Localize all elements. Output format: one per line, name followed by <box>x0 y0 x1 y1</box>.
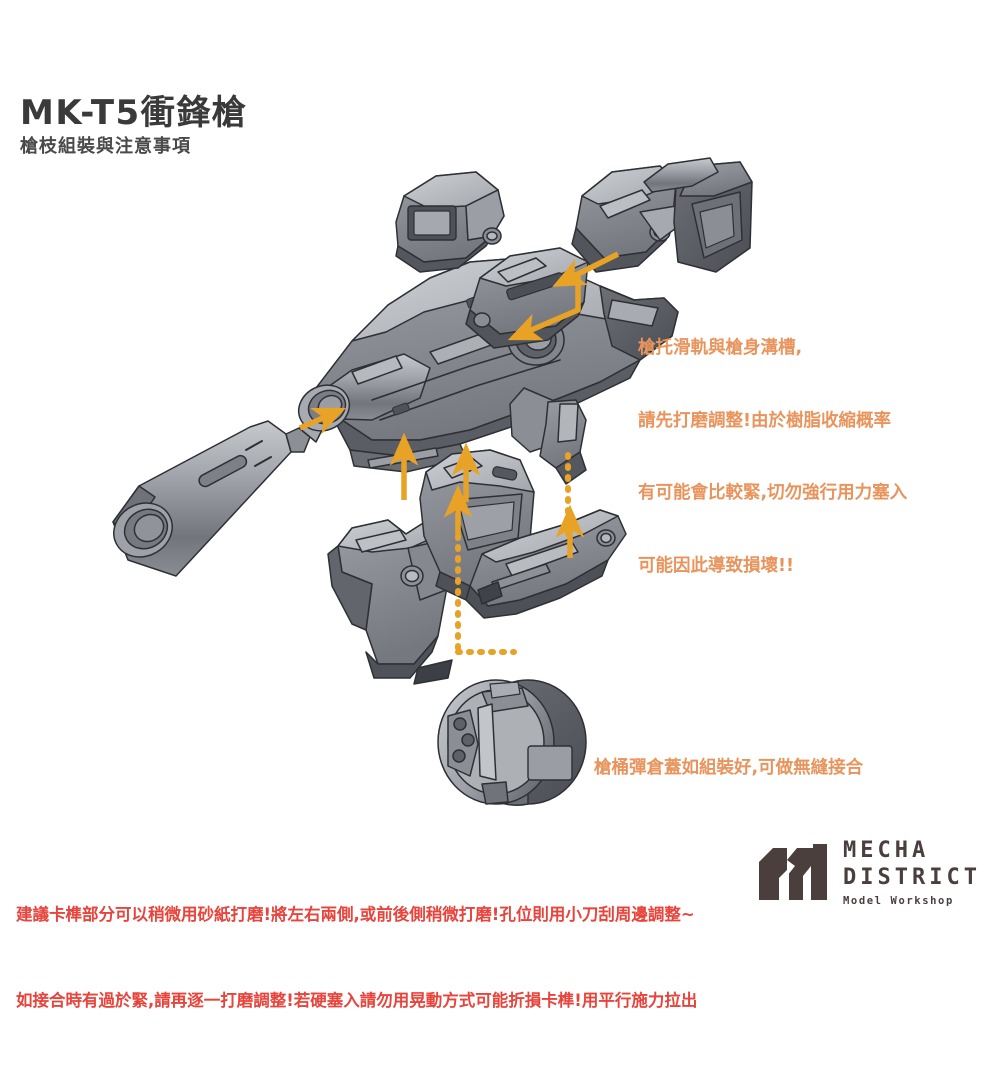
arrow-suppressor <box>298 407 347 435</box>
part-pistol-grip <box>327 519 449 679</box>
brand-logo: MECHA DISTRICT Model Workshop <box>757 838 987 910</box>
annotation-stock-rail: 槍托滑軌與槍身溝槽, 請先打磨調整!由於樹脂收縮概率 有可能會比較緊,切勿強行用… <box>638 288 907 626</box>
logo-text-block: MECHA DISTRICT Model Workshop <box>843 840 981 907</box>
part-optic-sight <box>395 171 505 273</box>
footer-warning-note: 建議卡榫部分可以稍微用砂紙打磨!將左右兩側,或前後側稍微打磨!孔位則用小刀刮周邊… <box>16 843 697 1074</box>
annotation-line: 請先打磨調整!由於樹脂收縮概率 <box>638 410 891 431</box>
part-stock-rail <box>465 247 589 349</box>
footer-line: 如接合時有過於緊,請再逐一打磨調整!若硬塞入請勿用晃動方式可能折損卡榫!用平行施… <box>16 991 698 1011</box>
page-title: MK-T5衝鋒槍 <box>20 93 248 133</box>
arrow-optic <box>507 272 581 341</box>
part-suppressor <box>112 420 323 577</box>
assembly-arrows <box>298 251 620 655</box>
logo-name-line2: DISTRICT <box>843 865 981 890</box>
part-drum-magazine <box>437 679 587 806</box>
annotation-line: 槍桶彈倉蓋如組裝好,可做無縫接合 <box>594 758 864 779</box>
arrow-stock <box>552 251 620 287</box>
footer-line: 建議卡榫部分可以稍微用砂紙打磨!將左右兩側,或前後側稍微打磨!孔位則用小刀刮周邊… <box>16 904 695 924</box>
page-subtitle: 槍枝組裝與注意事項 <box>20 135 191 157</box>
annotation-drum-cover: 槍桶彈倉蓋如組裝好,可做無縫接合 <box>594 708 863 829</box>
logo-name-line1: MECHA <box>843 838 930 863</box>
part-fragment <box>413 659 453 685</box>
annotation-line: 可能因此導致損壞!! <box>638 555 794 576</box>
part-main-receiver <box>297 257 679 485</box>
annotation-line: 有可能會比較緊,切勿強行用力塞入 <box>638 483 908 504</box>
part-magazine-well <box>419 449 535 601</box>
title-block: MK-T5衝鋒槍 槍枝組裝與注意事項 <box>20 93 440 157</box>
logo-tagline: Model Workshop <box>843 895 954 907</box>
part-lower-foregrip <box>465 509 627 619</box>
instruction-sheet-page: MK-T5衝鋒槍 槍枝組裝與注意事項 槍托滑軌與槍身溝槽, 請先打磨調整!由於樹… <box>16 93 987 1011</box>
annotation-line: 槍托滑軌與槍身溝槽, <box>638 338 803 359</box>
part-buttstock <box>571 157 753 273</box>
m-monogram-icon <box>759 844 827 900</box>
